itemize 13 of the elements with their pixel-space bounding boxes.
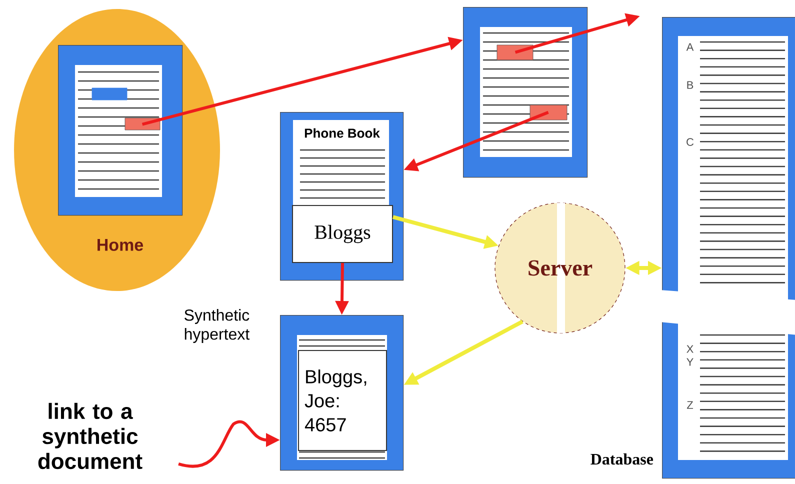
node-label: Database [590,453,654,465]
index-letter: B [687,81,694,89]
node-label: Synthetic hypertext [184,309,250,343]
index-letter: Z [686,401,693,409]
page-drawing [463,7,588,178]
index-letter: C [686,138,694,146]
entry-box: Bloggs, Joe: 4657 [298,350,387,451]
page-drawing [58,45,183,216]
entry-box: Bloggs [292,205,393,263]
index-letter: A [686,43,694,51]
index-letter: X [686,345,694,353]
note-text: link to a synthetic document [38,402,142,470]
index-letter: Y [686,358,694,366]
